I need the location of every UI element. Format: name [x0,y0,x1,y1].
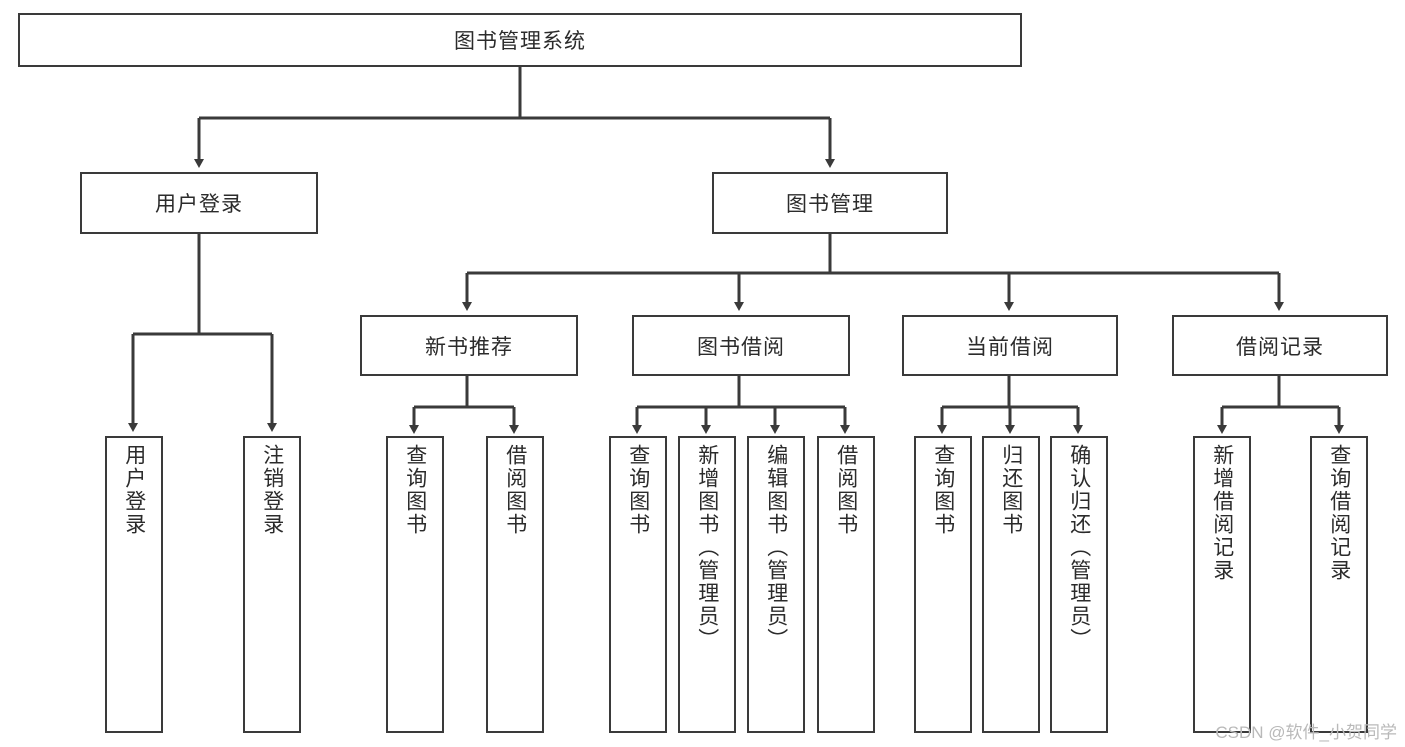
node-leaf-add-book-admin-label: 新增图书（管理员） [695,444,719,651]
csdn-watermark: CSDN @软件_小贺同学 [1215,723,1397,742]
node-user-login[interactable]: 用户登录 [80,172,318,234]
node-user-login-label: 用户登录 [155,193,243,216]
node-leaf-query-book-recommend[interactable]: 查询图书 [386,436,444,733]
node-leaf-borrow-book[interactable]: 借阅图书 [817,436,875,733]
node-leaf-borrow-book-recommend[interactable]: 借阅图书 [486,436,544,733]
node-leaf-edit-book-admin[interactable]: 编辑图书（管理员） [747,436,805,733]
node-borrow-record-label: 借阅记录 [1236,335,1324,359]
node-leaf-return-book-label: 归还图书 [999,444,1023,536]
node-current-borrow[interactable]: 当前借阅 [902,315,1118,376]
node-leaf-add-borrow-record[interactable]: 新增借阅记录 [1193,436,1251,733]
node-leaf-query-book-recommend-label: 查询图书 [403,444,427,536]
node-new-book-recommend[interactable]: 新书推荐 [360,315,578,376]
node-book-borrow-label: 图书借阅 [697,335,785,359]
node-leaf-borrow-book-recommend-label: 借阅图书 [503,444,527,536]
node-leaf-confirm-return-admin-label: 确认归还（管理员） [1067,444,1091,651]
node-leaf-query-book-current[interactable]: 查询图书 [914,436,972,733]
node-leaf-borrow-book-label: 借阅图书 [834,444,858,536]
node-book-borrow[interactable]: 图书借阅 [632,315,850,376]
node-new-book-recommend-label: 新书推荐 [425,335,513,359]
node-leaf-user-login-label: 用户登录 [122,444,146,536]
node-leaf-logout-label: 注销登录 [260,444,284,536]
node-root-system[interactable]: 图书管理系统 [18,13,1022,67]
node-leaf-query-book-borrow[interactable]: 查询图书 [609,436,667,733]
node-leaf-edit-book-admin-label: 编辑图书（管理员） [764,444,788,651]
node-leaf-user-login[interactable]: 用户登录 [105,436,163,733]
node-leaf-query-borrow-record-label: 查询借阅记录 [1327,444,1351,582]
node-leaf-return-book[interactable]: 归还图书 [982,436,1040,733]
node-book-management[interactable]: 图书管理 [712,172,948,234]
node-root-system-label: 图书管理系统 [454,30,586,53]
node-current-borrow-label: 当前借阅 [966,335,1054,359]
node-book-management-label: 图书管理 [786,193,874,216]
node-leaf-query-book-borrow-label: 查询图书 [626,444,650,536]
node-leaf-logout[interactable]: 注销登录 [243,436,301,733]
node-leaf-query-book-current-label: 查询图书 [931,444,955,536]
node-leaf-query-borrow-record[interactable]: 查询借阅记录 [1310,436,1368,733]
node-borrow-record[interactable]: 借阅记录 [1172,315,1388,376]
node-leaf-add-book-admin[interactable]: 新增图书（管理员） [678,436,736,733]
node-leaf-add-borrow-record-label: 新增借阅记录 [1210,444,1234,582]
node-leaf-confirm-return-admin[interactable]: 确认归还（管理员） [1050,436,1108,733]
